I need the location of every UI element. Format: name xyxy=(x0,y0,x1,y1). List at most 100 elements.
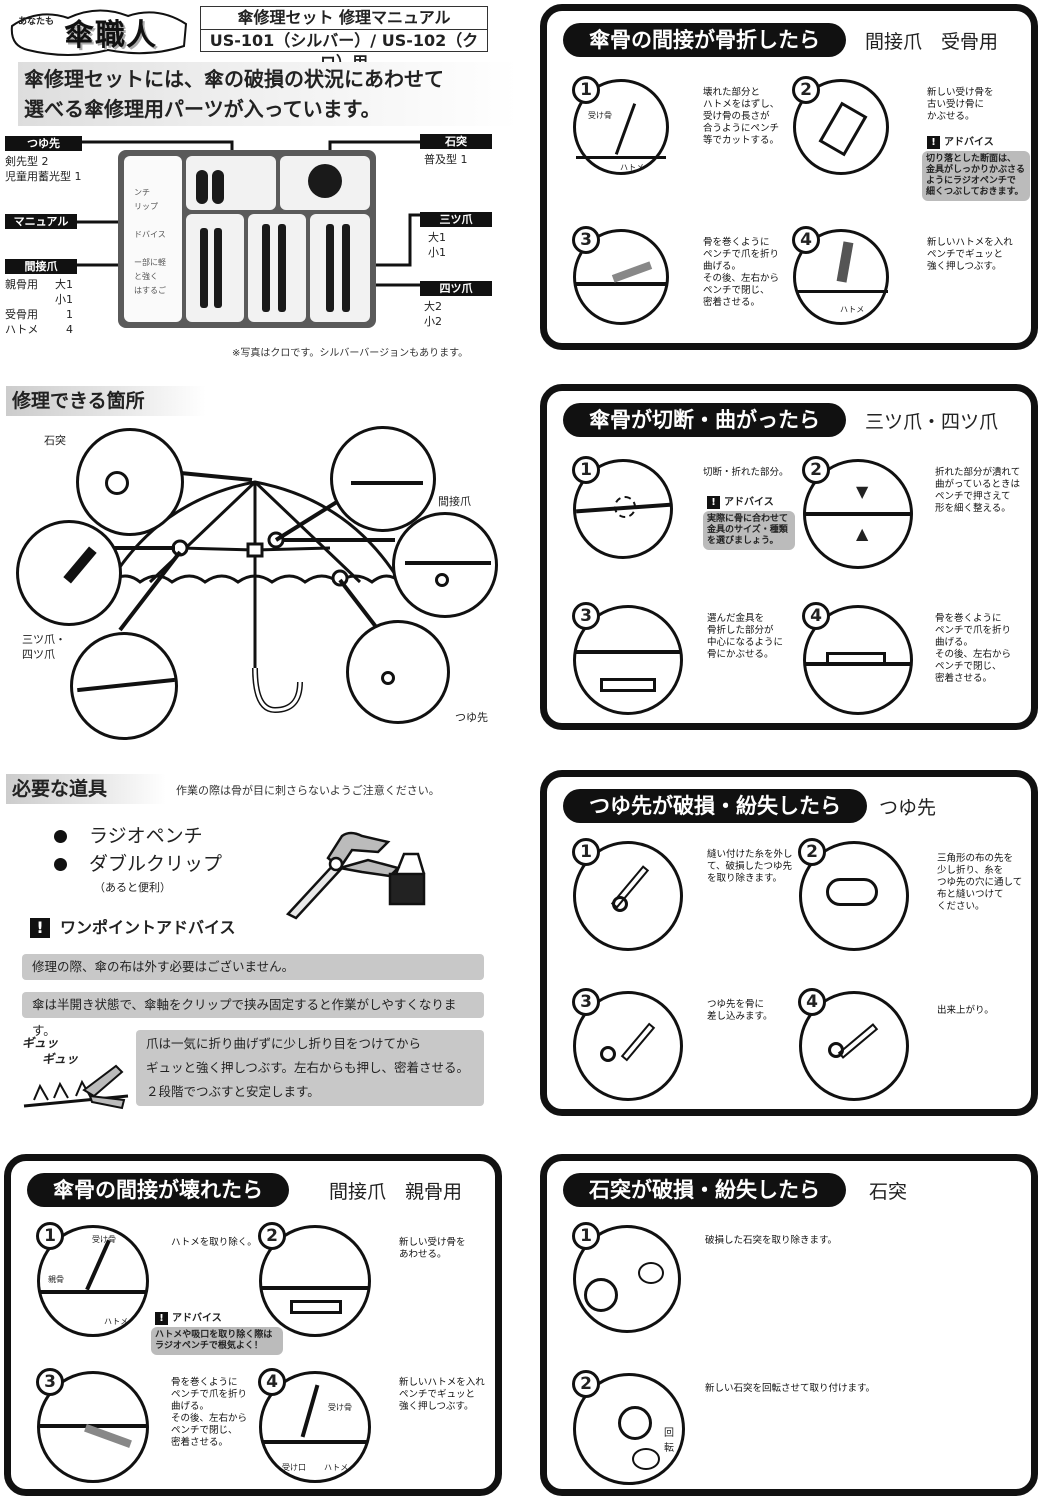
step-2-text: 新しい受け骨を あわせる。 xyxy=(399,1237,466,1260)
tools-optional: （あると便利） xyxy=(94,881,171,894)
panel-subtitle: 三ツ爪・四ツ爪 xyxy=(865,411,999,433)
step-1: 1 xyxy=(572,838,683,951)
repair-spots-heading: 修理できる箇所 xyxy=(6,386,206,416)
yotsu-item-2: 小2 xyxy=(424,315,442,328)
panel-subtitle: 間接爪 親骨用 xyxy=(329,1181,463,1203)
advice-title: !ワンポイントアドバイス xyxy=(30,914,236,938)
step-2-advice-title: !アドバイス xyxy=(155,1309,222,1325)
spot-circle-kansetsu-right xyxy=(392,512,498,618)
advice-item-1: 修理の際、傘の布は外す必要はございません。 xyxy=(22,954,484,980)
panel-title: 石突が破損・紛失したら xyxy=(563,1173,846,1207)
logo-main-text: 傘職人 xyxy=(64,18,157,53)
spot-circle-ishizuki xyxy=(76,428,184,536)
parts-photo: ンチリップ ドバイス ー部に軽と強くはするご xyxy=(118,150,376,328)
tray-kansetsu xyxy=(186,214,244,322)
step-2: 2▼▲ xyxy=(802,456,913,569)
label-spot-ishizuki: 石突 xyxy=(44,434,66,447)
step-2: 2 xyxy=(258,1222,371,1337)
step-2-text: 新しい石突を回転させて取り付けます。 xyxy=(705,1383,876,1394)
step-2-text: 新しい受け骨を 古い受け骨に かぶせる。 xyxy=(927,87,994,122)
advice-item-2: 傘は半開き状態で、傘軸をクリップで挟み固定すると作業がしやすくなります。 xyxy=(22,992,484,1038)
step-3-text: 骨を巻くように ペンチで爪を折り 曲げる。 その後、左右から ペンチで閉じ、 密… xyxy=(171,1377,248,1448)
panel-title: つゆ先が破損・紛失したら xyxy=(563,789,867,823)
mitsu-item-2: 小1 xyxy=(428,246,446,259)
step-1-text: 切断・折れた部分。 xyxy=(703,467,789,478)
panel-mitsu-yotsu: 傘骨が切断・曲がったら 三ツ爪・四ツ爪 1 切断・折れた部分。 !アドバイス 実… xyxy=(540,384,1038,730)
step-1-advice: 実際に骨に合わせて 金具のサイズ・種類 を選びましょう。 xyxy=(703,511,795,550)
panel-title: 傘骨の間接が骨折したら xyxy=(563,23,846,57)
manual-booklet: ンチリップ ドバイス ー部に軽と強くはするご xyxy=(124,156,182,322)
intro-line-1: 傘修理セットには、傘の破損の状況にあわせて xyxy=(24,67,444,91)
tray-yotsu xyxy=(310,214,370,322)
intro-text: 傘修理セットには、傘の破損の状況にあわせて 選べる傘修理用パーツが入っています。 xyxy=(18,62,518,126)
spot-circle-kansetsu-top xyxy=(330,426,436,532)
step-4: 4 xyxy=(798,988,909,1101)
step-3: 3 xyxy=(572,988,683,1101)
step-4-text: 新しいハトメを入れ ペンチでギュッと 強く押しつぶす。 xyxy=(399,1377,485,1412)
umbrella-diagram xyxy=(90,468,402,714)
brand-logo: あなたも 傘職人 xyxy=(8,6,190,56)
sfx-2: ギュッ xyxy=(42,1052,79,1066)
model-line: US-101（シルバー）/ US-102（クロ）用 xyxy=(201,29,487,72)
panel-title: 傘骨が切断・曲がったら xyxy=(563,403,846,437)
advice-item-3: 爪は一気に折り曲げずに少し折り目をつけてからギュッと強く押しつぶす。左右からも押… xyxy=(136,1030,484,1106)
step-3-text: 骨を巻くように ペンチで爪を折り 曲げる。 その後、左右から ペンチで閉じ、 密… xyxy=(703,237,780,308)
step-1-advice-title: !アドバイス xyxy=(707,493,774,509)
tray-mitsu xyxy=(248,214,306,322)
step-3: 3 xyxy=(572,226,669,325)
sfx-1: ギュッ xyxy=(22,1036,59,1050)
intro-line-2: 選べる傘修理用パーツが入っています。 xyxy=(24,97,381,121)
tools-caution: 作業の際は骨が目に刺さらないようご注意ください。 xyxy=(176,784,440,797)
step-3: 3 xyxy=(36,1368,149,1483)
step-2-advice-title: !アドバイス xyxy=(927,133,994,149)
label-ishizuki: 石突 xyxy=(420,134,492,149)
label-tsuyusaki: つゆ先 xyxy=(5,136,82,151)
panel-subtitle: 間接爪 受骨用 xyxy=(865,31,999,53)
step-3: 3 xyxy=(572,602,683,715)
step-4-text: 骨を巻くように ペンチで爪を折り 曲げる。 その後、左右から ペンチで閉じ、 密… xyxy=(935,613,1012,684)
tool-item: ラジオペンチ xyxy=(54,822,222,850)
yotsu-item-1: 大2 xyxy=(424,300,442,313)
step-2-text: 三角形の布の先を 少し折り、糸を つゆ先の穴に通して 布と縫いつけて ください。 xyxy=(937,853,1023,912)
tools-list: ラジオペンチ ダブルクリップ xyxy=(54,822,222,878)
pliers-and-clip-illustration xyxy=(285,831,426,920)
spot-circle-broken-rib xyxy=(16,520,122,626)
exclamation-icon: ! xyxy=(30,918,50,938)
tool-item: ダブルクリップ xyxy=(54,850,222,878)
step-2: 2 xyxy=(798,838,909,951)
step-1-text: 破損した石突を取り除きます。 xyxy=(705,1235,838,1246)
spot-circle-mitsu-yotsu xyxy=(70,632,178,740)
tsuyusaki-item-1: 剣先型 2 xyxy=(5,155,49,168)
label-spot-kansetsu: 間接爪 xyxy=(438,495,471,508)
step-1-text: 壊れた部分と ハトメをはずし、 受け骨の長さが 合うようにペンチ 等でカットする… xyxy=(703,87,780,146)
step-3-text: つゆ先を骨に 差し込みます。 xyxy=(707,999,773,1022)
panel-tsuyusaki: つゆ先が破損・紛失したら つゆ先 1 縫い付けた糸を外し て、破損したつゆ先 を… xyxy=(540,770,1038,1116)
panel-title: 傘骨の間接が壊れたら xyxy=(27,1173,289,1207)
manual-title: 傘修理セット 修理マニュアル xyxy=(237,8,451,27)
step-3-text: 選んだ金具を 骨折した部分が 中心になるように 骨にかぶせる。 xyxy=(707,613,784,660)
step-1-text: ハトメを取り除く。 xyxy=(171,1237,257,1248)
label-spot-mitsu-yotsu: 三ツ爪・四ツ爪 xyxy=(22,633,66,661)
step-2-advice: 切り落とした断面は、 金具がしっかりかぶさる ようにラジオペンチで 細くつぶして… xyxy=(922,151,1030,201)
label-mitsu: 三ツ爪 xyxy=(420,212,492,227)
tray-ishizuki xyxy=(280,156,370,210)
step-1-text: 縫い付けた糸を外し て、破損したつゆ先 を取り除きます。 xyxy=(707,849,793,884)
label-kansetsu: 間接爪 xyxy=(5,259,77,274)
step-1: 1 xyxy=(572,1222,681,1333)
label-spot-tsuyusaki: つゆ先 xyxy=(455,711,488,724)
tsuyusaki-item-2: 児童用蓄光型 1 xyxy=(5,170,82,183)
label-yotsu: 四ツ爪 xyxy=(420,281,492,296)
tray-tsuyusaki xyxy=(186,156,276,210)
tools-heading: 必要な道具 xyxy=(6,774,166,804)
step-2-text: 折れた部分が潰れて 曲がっているときは ペンチで押さえて 形を細く整える。 xyxy=(935,467,1021,514)
spot-circle-tsuyusaki xyxy=(346,620,450,724)
